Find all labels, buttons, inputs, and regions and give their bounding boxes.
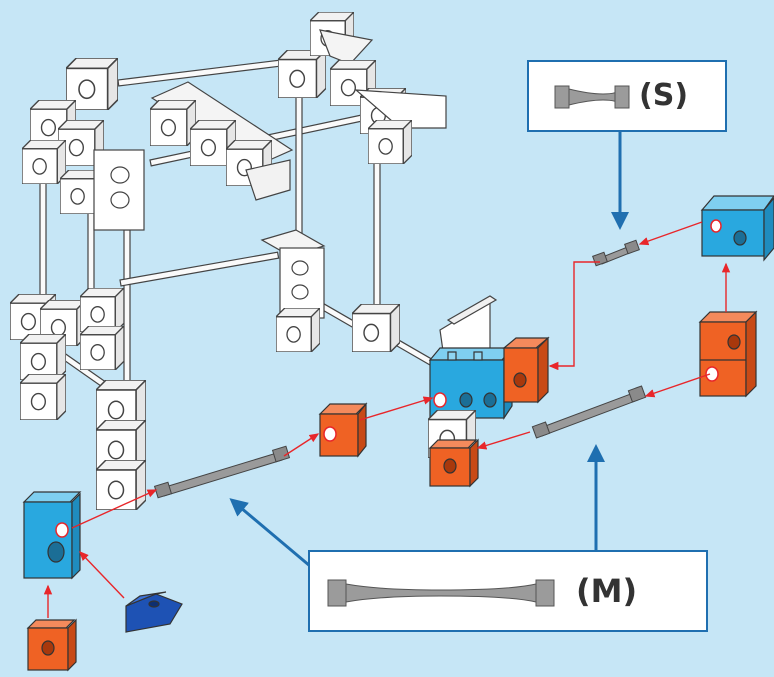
blue-block-bottom-left bbox=[22, 491, 82, 580]
short-axle-icon bbox=[554, 85, 630, 109]
axle-medium-left bbox=[153, 445, 291, 499]
axle-short-right bbox=[592, 239, 640, 267]
assembly-arrows bbox=[43, 221, 731, 618]
navy-wedge-part bbox=[125, 591, 183, 633]
blue-block-top-right bbox=[700, 195, 774, 262]
orange-block-junction-right bbox=[502, 336, 550, 404]
short-axle-callout: (S) bbox=[527, 60, 727, 132]
medium-axle-label: (M) bbox=[576, 572, 638, 610]
blue-block-junction bbox=[428, 346, 514, 420]
orange-cube-bottom-left bbox=[26, 618, 77, 672]
axle-medium-right bbox=[531, 385, 647, 439]
short-axle-label: (S) bbox=[639, 78, 689, 113]
orange-cube-middle bbox=[318, 402, 368, 458]
orange-block-junction-below bbox=[428, 438, 479, 488]
medium-axle-icon bbox=[327, 579, 555, 607]
callout-pointers bbox=[229, 132, 629, 568]
medium-axle-callout: (M) bbox=[308, 550, 708, 632]
white-frame-structure bbox=[10, 12, 498, 510]
orange-stack-right bbox=[698, 310, 758, 398]
